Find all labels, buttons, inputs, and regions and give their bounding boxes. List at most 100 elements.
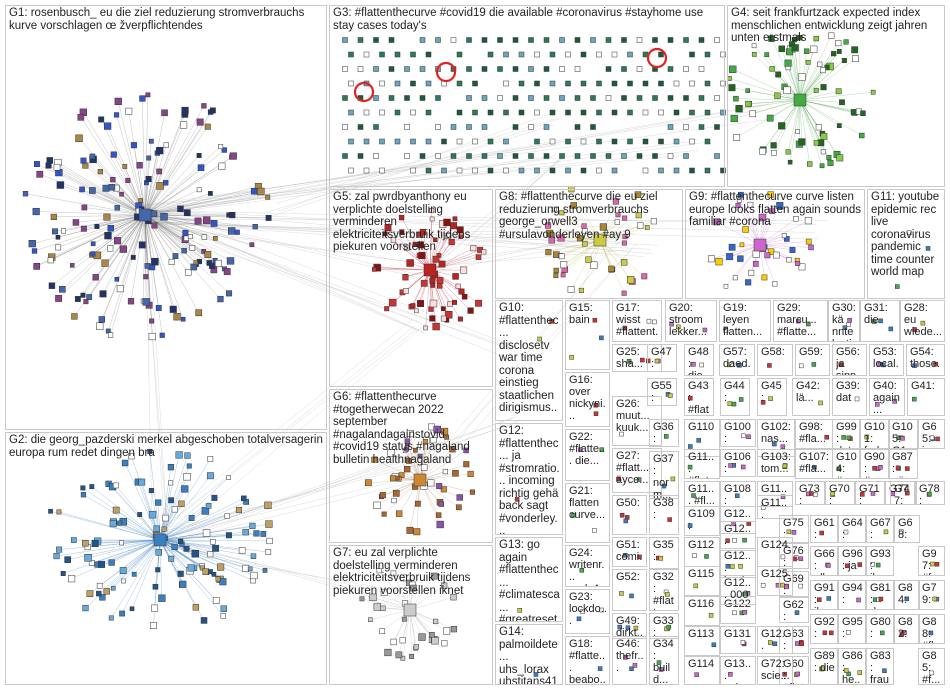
node	[373, 501, 381, 509]
node	[580, 167, 587, 174]
group-label: G10: #flattenthec... disclosetv war time…	[499, 302, 559, 421]
group-g100: G100:	[720, 419, 756, 447]
edge	[159, 505, 209, 541]
node	[213, 236, 218, 241]
group-label: G82: uw...	[898, 616, 915, 643]
node	[125, 107, 133, 115]
node	[47, 257, 54, 264]
group-g118: G11...	[757, 495, 793, 519]
node	[528, 124, 534, 130]
edge	[144, 214, 184, 320]
edge	[734, 99, 801, 119]
node	[432, 255, 440, 263]
node	[142, 298, 150, 306]
node	[122, 164, 128, 169]
node	[210, 220, 218, 227]
node	[452, 216, 458, 222]
node	[713, 218, 721, 226]
edge	[421, 249, 630, 268]
node	[391, 497, 397, 504]
group-g22: G22: #flatte... die...	[565, 429, 610, 481]
edge	[92, 214, 146, 255]
group-label: G110	[688, 421, 715, 433]
node	[373, 66, 379, 72]
node	[215, 576, 221, 582]
edge	[381, 479, 421, 497]
node	[194, 217, 202, 225]
group-g42: G42: lä...	[792, 378, 830, 416]
edge	[144, 214, 187, 239]
node	[220, 613, 226, 619]
edge	[759, 244, 812, 248]
edge	[159, 539, 206, 572]
edge	[59, 539, 161, 550]
edge	[791, 44, 801, 101]
edge	[740, 194, 761, 246]
node	[119, 540, 124, 546]
node	[429, 277, 436, 284]
node	[543, 66, 550, 72]
node	[163, 142, 169, 148]
node	[623, 518, 629, 524]
edge	[116, 214, 146, 280]
node	[210, 539, 216, 545]
node	[578, 287, 584, 293]
group-g107: G107: #fla...	[795, 449, 833, 479]
node	[169, 305, 177, 313]
edge	[799, 99, 810, 165]
node	[771, 150, 777, 156]
node	[608, 265, 615, 272]
node	[726, 253, 734, 261]
group-g79: G79:	[918, 580, 945, 610]
edge	[60, 184, 146, 216]
edge	[747, 90, 801, 101]
node	[162, 514, 169, 522]
edge	[144, 214, 150, 306]
node	[399, 637, 406, 644]
group-label: G90: #c...	[864, 451, 885, 478]
node	[419, 153, 426, 159]
group-label: G12: #flattenthec... ja #stromratio... i…	[499, 425, 560, 535]
group-g115: G115	[684, 566, 720, 596]
node	[836, 123, 842, 129]
node	[640, 357, 645, 363]
edge	[599, 239, 633, 282]
node	[534, 138, 540, 145]
node	[435, 37, 441, 43]
node	[667, 37, 674, 43]
node	[183, 473, 191, 481]
node	[632, 663, 638, 668]
edge	[53, 214, 146, 218]
node	[611, 167, 618, 174]
edge	[419, 440, 427, 481]
group-g45: G45:	[757, 378, 787, 416]
node	[379, 109, 385, 116]
node	[98, 560, 105, 568]
node	[161, 109, 168, 117]
edge	[144, 141, 709, 217]
node	[419, 66, 426, 72]
node	[226, 475, 231, 480]
edge	[159, 539, 184, 585]
edge	[729, 78, 801, 101]
group-label: G5: zal pwrdbyanthony eu verplichte doel…	[333, 191, 471, 253]
node	[388, 95, 395, 101]
node	[436, 520, 444, 529]
group-g119: G11... #fl...	[684, 481, 720, 507]
node	[250, 553, 257, 559]
edge	[759, 241, 809, 246]
edge	[111, 539, 161, 619]
node	[418, 633, 426, 641]
node	[226, 257, 235, 265]
node	[735, 202, 741, 208]
group-label: G87: nä...	[892, 451, 913, 478]
group-g72: G72: scie...	[757, 656, 793, 685]
edge	[137, 103, 770, 215]
node	[436, 277, 444, 284]
node	[69, 263, 75, 268]
node	[475, 299, 482, 307]
edge	[799, 99, 855, 114]
edge	[140, 223, 511, 348]
node	[395, 510, 403, 517]
node	[636, 95, 643, 101]
